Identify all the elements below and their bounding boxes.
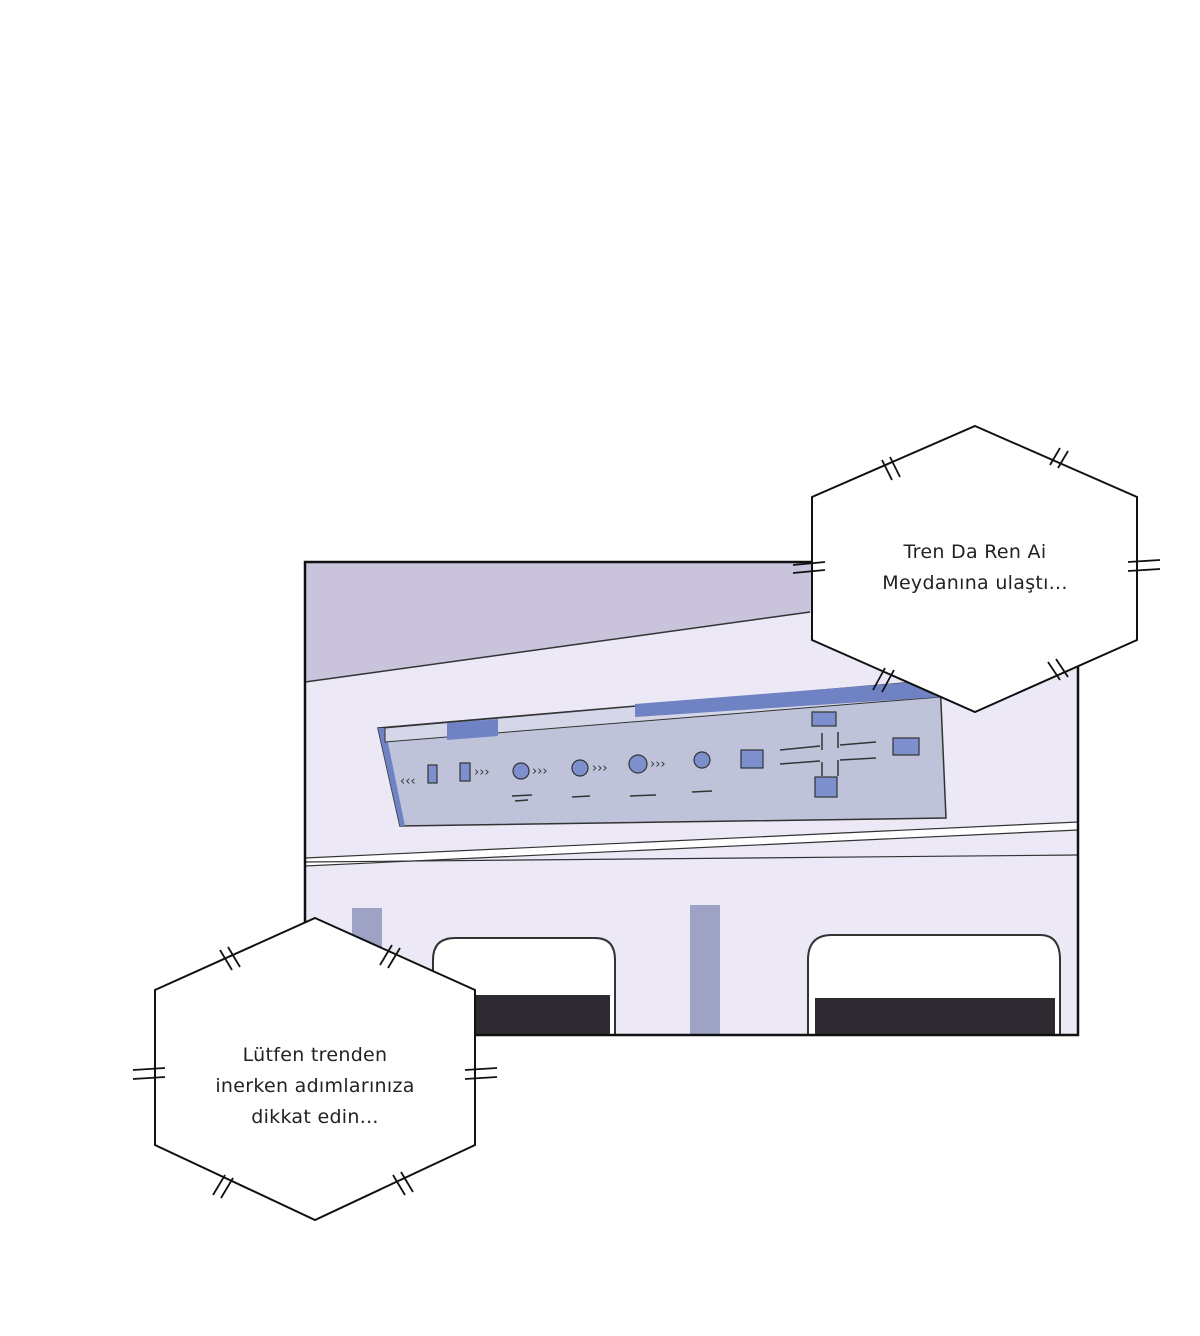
speech-bubble-bottom-left [132, 916, 498, 1222]
speech-text-caution: Lütfen trenden inerken adımlarınıza dikk… [170, 1040, 460, 1133]
train-windows [352, 905, 1061, 1035]
station-indicators [427, 711, 920, 798]
svg-text:‹‹‹: ‹‹‹ [400, 774, 416, 789]
speech-line: Tren Da Ren Ai [903, 541, 1047, 563]
speech-line: inerken adımlarınıza [215, 1075, 415, 1097]
speech-line: Lütfen trenden [242, 1044, 388, 1066]
svg-text:›››: ››› [592, 761, 608, 776]
speech-line: Meydanına ulaştı... [882, 572, 1068, 594]
svg-text:›››: ››› [532, 764, 548, 779]
speech-text-arrival: Tren Da Ren Ai Meydanına ulaştı... [835, 537, 1115, 599]
speech-bubble-top-right [792, 424, 1161, 714]
route-display-board: ‹‹‹ ››› ››› ››› ››› [377, 679, 947, 827]
speech-line: dikkat edin... [251, 1106, 379, 1128]
svg-text:›››: ››› [474, 765, 490, 780]
svg-text:›››: ››› [650, 757, 666, 772]
